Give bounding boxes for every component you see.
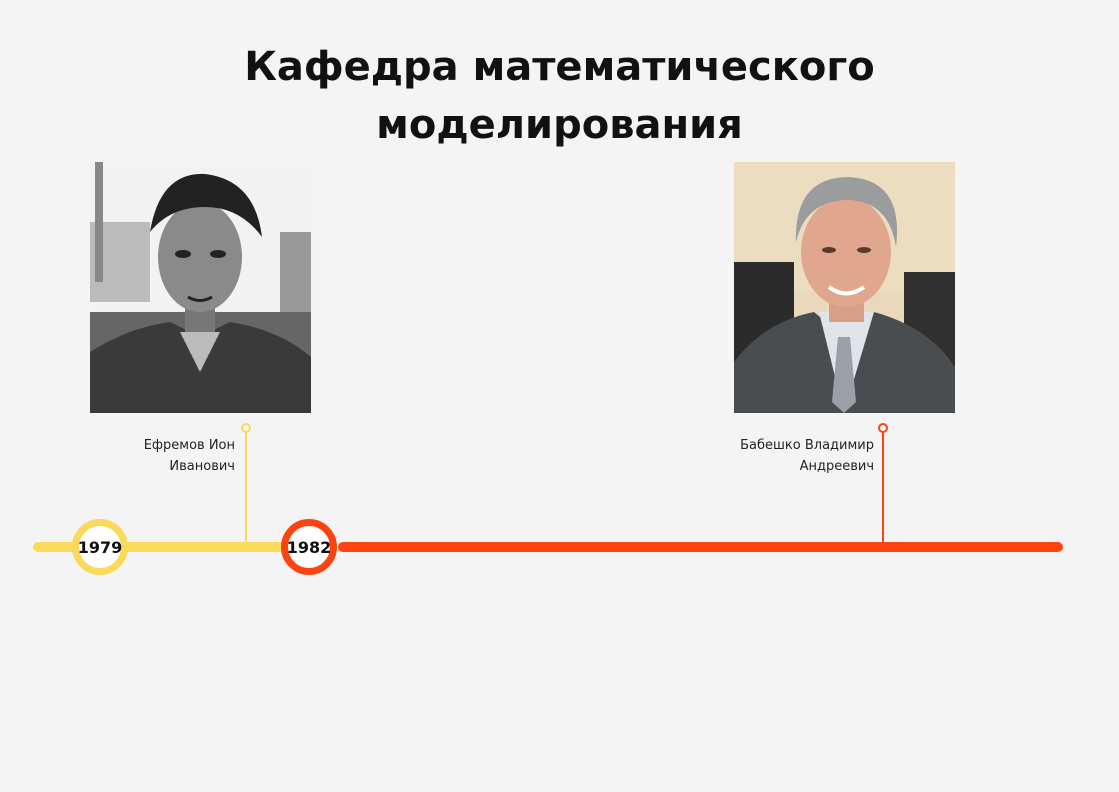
person-name-babeshko: Бабешко Владимир Андреевич	[674, 435, 874, 477]
name-line-1: Бабешко Владимир	[740, 438, 874, 453]
timeline-track-early	[33, 542, 313, 552]
name-line-2: Иванович	[169, 459, 235, 474]
year-label: 1979	[77, 537, 123, 557]
title-line-1: Кафедра математического	[244, 44, 875, 90]
year-marker-1979: 1979	[72, 519, 128, 575]
timeline-track-late	[338, 542, 1063, 552]
connector-dot-efremov	[241, 423, 251, 433]
name-line-1: Ефремов Ион	[143, 438, 235, 453]
year-marker-1982: 1982	[281, 519, 337, 575]
year-label: 1982	[286, 537, 332, 557]
title-line-2: моделирования	[376, 102, 743, 148]
connector-line-efremov	[245, 432, 247, 542]
portrait-efremov	[90, 162, 311, 413]
connector-line-babeshko	[882, 432, 884, 542]
page-title: Кафедра математического моделирования	[0, 38, 1119, 154]
name-line-2: Андреевич	[799, 459, 874, 474]
person-name-efremov: Ефремов Ион Иванович	[35, 435, 235, 477]
portrait-babeshko	[734, 162, 955, 413]
connector-dot-babeshko	[878, 423, 888, 433]
